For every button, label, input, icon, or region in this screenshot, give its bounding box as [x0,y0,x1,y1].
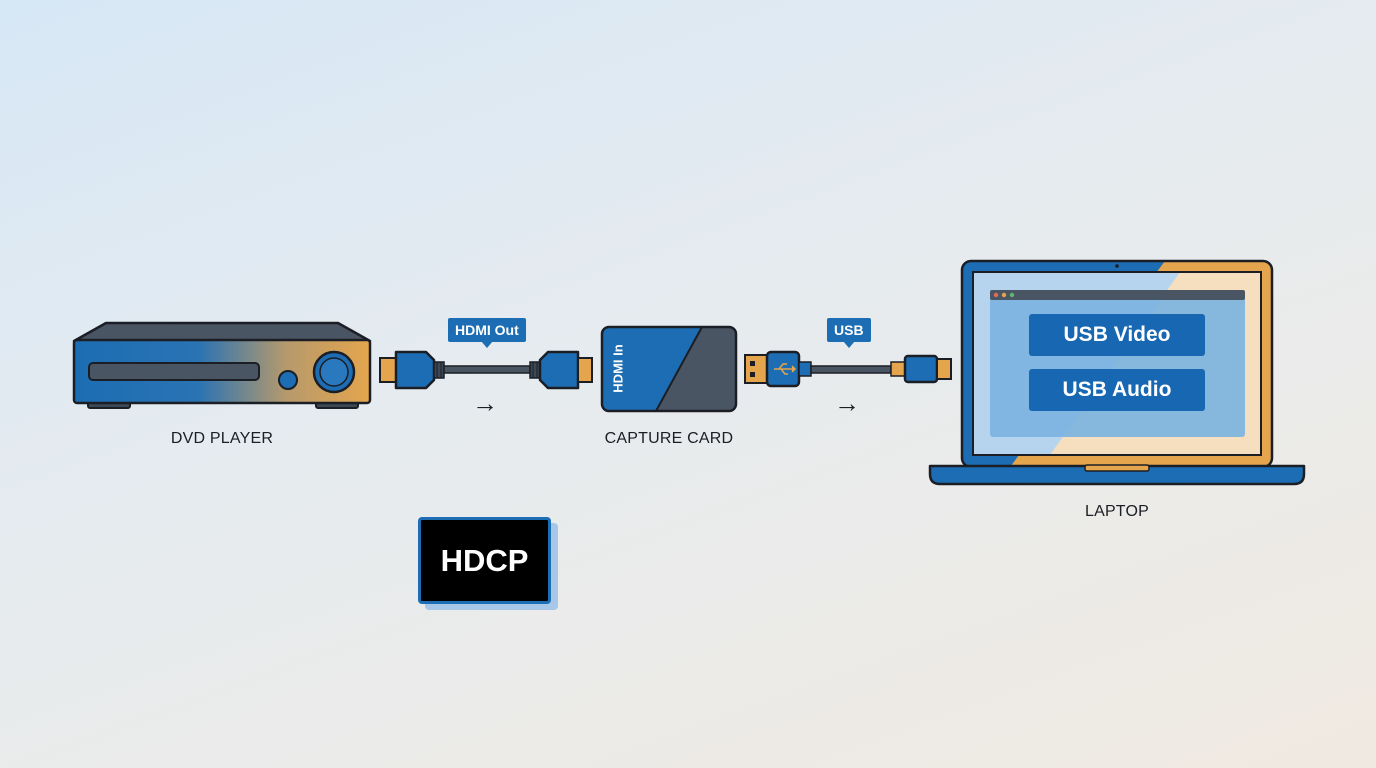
hdmi-direction-arrow: → [472,388,498,418]
usb-video-button: USB Video [1029,314,1205,356]
laptop-label: LAPTOP [1084,503,1150,520]
hdcp-badge: HDCP [418,517,551,604]
capture-card-icon [600,325,738,413]
hdmi-out-tag: HDMI Out [448,318,526,348]
capture-card-label: CAPTURE CARD [604,430,734,447]
usb-cable-icon [744,350,952,388]
hdmi-in-port-label: HDMI In [610,344,626,393]
dvd-player-icon [72,321,372,409]
hdmi-cable-icon [379,350,593,390]
usb-direction-arrow: → [834,388,860,418]
dvd-player-label: DVD PLAYER [170,430,274,447]
usb-audio-button: USB Audio [1029,369,1205,411]
usb-tag: USB [827,318,871,348]
usb-symbol-icon [774,363,797,375]
